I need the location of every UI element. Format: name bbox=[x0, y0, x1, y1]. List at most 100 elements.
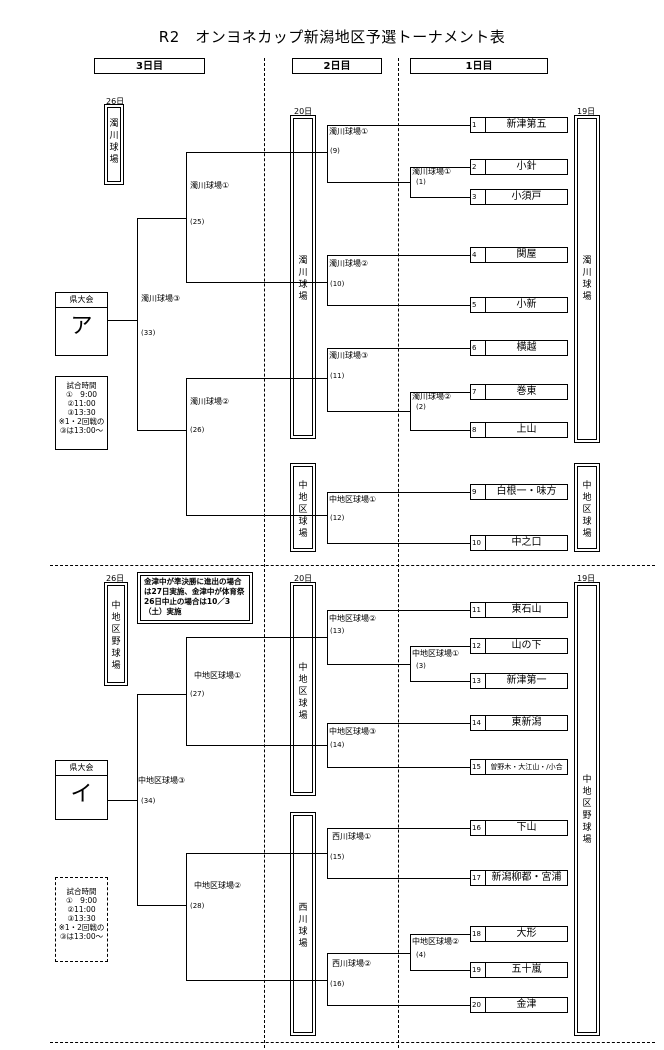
bracket-line bbox=[327, 610, 470, 611]
bracket-line bbox=[137, 905, 186, 906]
time-line: ③は13:00～ bbox=[59, 932, 104, 941]
team-name: 五十嵐 bbox=[511, 964, 542, 975]
game-number: (13) bbox=[330, 627, 345, 635]
team-slot: 20 金津 bbox=[470, 997, 568, 1013]
venue-box-day2-i2: 西川球場 bbox=[290, 812, 316, 1036]
team-slot: 19 五十嵐 bbox=[470, 962, 568, 978]
game-label: 中地区球場② bbox=[329, 614, 377, 623]
team-number: 3 bbox=[471, 190, 486, 204]
game-number: (14) bbox=[330, 741, 345, 749]
game-label: 濁川球場① bbox=[412, 167, 452, 176]
team-name: 白根一・味方 bbox=[496, 486, 557, 497]
team-name: 大形 bbox=[516, 928, 537, 939]
team-number: 6 bbox=[471, 341, 486, 355]
bracket-line bbox=[186, 980, 327, 981]
team-name: 東石山 bbox=[511, 604, 542, 615]
venue-box-day1-i: 中地区野球場 bbox=[574, 582, 600, 1036]
game-number: (11) bbox=[330, 372, 345, 380]
game-number: (27) bbox=[190, 690, 205, 698]
bracket-line bbox=[327, 610, 328, 665]
team-number: 5 bbox=[471, 298, 486, 312]
team-number: 18 bbox=[471, 927, 486, 941]
notice-box: 金津中が準決勝に進出の場合は27日実施、金津中が体育祭26日中止の場合は10／3… bbox=[137, 572, 253, 624]
bracket-line bbox=[327, 348, 470, 349]
team-number: 7 bbox=[471, 385, 486, 399]
team-number: 16 bbox=[471, 821, 486, 835]
game-label: 中地区球場① bbox=[412, 649, 460, 658]
bracket-line bbox=[137, 218, 138, 431]
game-label: 濁川球場③ bbox=[141, 294, 181, 303]
game-label: 中地区球場② bbox=[194, 881, 242, 890]
venue-box-day2-i1: 中地区球場 bbox=[290, 582, 316, 796]
team-name: 新潟柳都・宮浦 bbox=[491, 872, 562, 883]
game-label: 中地区球場① bbox=[194, 671, 242, 680]
team-number: 10 bbox=[471, 536, 486, 550]
venue-box-day3-i: 中地区野球場 bbox=[104, 582, 128, 686]
bracket-line bbox=[327, 125, 470, 126]
bracket-line bbox=[327, 664, 410, 665]
day-label-19-a: 19日 bbox=[577, 107, 596, 116]
venue-name: 西川球場 bbox=[298, 903, 308, 949]
bracket-line bbox=[108, 800, 137, 801]
game-label: 中地区球場③ bbox=[138, 776, 186, 785]
bracket-line bbox=[327, 255, 470, 256]
venue-name: 中地区球場 bbox=[298, 481, 308, 539]
time-line: ③13:30 bbox=[67, 408, 96, 417]
bracket-line bbox=[137, 694, 138, 906]
bracket-line bbox=[327, 723, 328, 768]
header-day2: 2日目 bbox=[292, 58, 382, 74]
bracket-line bbox=[327, 878, 470, 879]
bracket-line bbox=[186, 745, 327, 746]
bracket-line bbox=[186, 637, 327, 638]
game-number: (12) bbox=[330, 514, 345, 522]
time-line: 試合時間 bbox=[66, 887, 97, 896]
bracket-line bbox=[327, 348, 328, 412]
bracket-line bbox=[327, 828, 328, 879]
bracket-line bbox=[327, 953, 328, 1006]
venue-name: 中地区球場 bbox=[298, 663, 308, 721]
bracket-line bbox=[137, 694, 186, 695]
team-name: 新津第五 bbox=[506, 119, 547, 130]
time-line: ②11:00 bbox=[67, 399, 96, 408]
game-label: 濁川球場② bbox=[190, 397, 230, 406]
team-name: 新津第一 bbox=[506, 675, 547, 686]
bracket-line bbox=[327, 953, 410, 954]
pref-code: イ bbox=[70, 782, 93, 807]
team-number: 8 bbox=[471, 423, 486, 437]
game-number: (10) bbox=[330, 280, 345, 288]
game-label: 中地区球場① bbox=[329, 495, 377, 504]
team-number: 4 bbox=[471, 248, 486, 262]
bracket-line bbox=[186, 378, 327, 379]
team-name: 金津 bbox=[516, 999, 537, 1010]
game-label: 濁川球場① bbox=[190, 181, 230, 190]
pref-code: ア bbox=[70, 314, 93, 339]
pref-label: 県大会 bbox=[56, 761, 107, 776]
team-number: 19 bbox=[471, 963, 486, 977]
venue-name: 濁川球場 bbox=[582, 256, 592, 302]
game-number: (4) bbox=[416, 951, 426, 959]
pref-label: 県大会 bbox=[56, 293, 107, 308]
bracket-line bbox=[410, 646, 470, 647]
pref-box-i: 県大会 イ bbox=[55, 760, 108, 820]
venue-box-day1-a1: 濁川球場 bbox=[574, 115, 600, 443]
bracket-line bbox=[186, 515, 327, 516]
team-number: 2 bbox=[471, 160, 486, 174]
game-label: 西川球場② bbox=[332, 959, 372, 968]
team-number: 20 bbox=[471, 998, 486, 1012]
venue-name: 中地区野球場 bbox=[111, 601, 121, 671]
game-number: (3) bbox=[416, 662, 426, 670]
team-name: 山の下 bbox=[511, 640, 542, 651]
game-number: (15) bbox=[330, 853, 345, 861]
time-line: 試合時間 bbox=[66, 381, 97, 390]
bracket-line bbox=[410, 392, 411, 431]
